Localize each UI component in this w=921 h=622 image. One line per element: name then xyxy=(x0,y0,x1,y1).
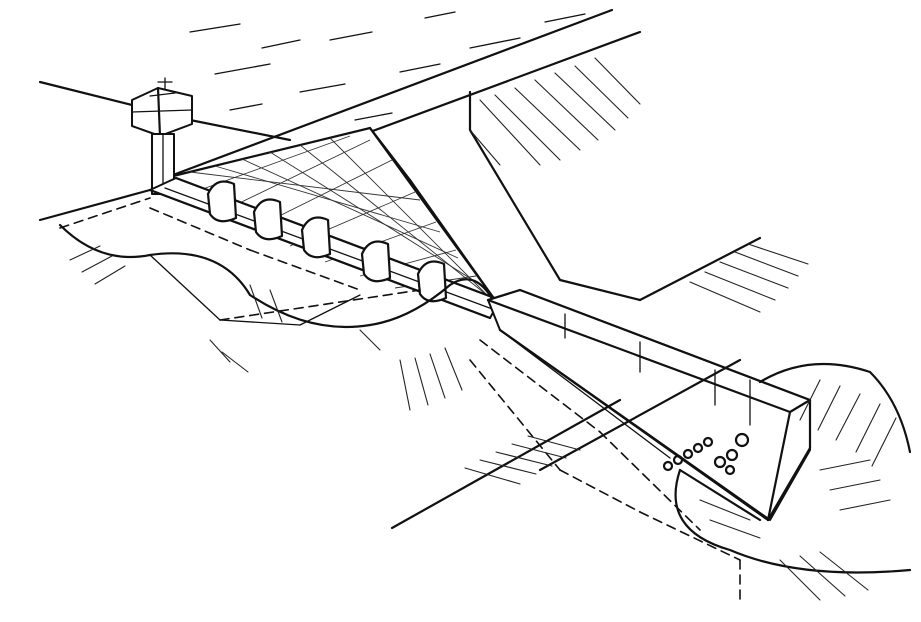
stilling-basin xyxy=(486,288,812,522)
collar xyxy=(360,240,392,283)
collar xyxy=(300,216,332,259)
collar xyxy=(252,198,284,241)
reservoir-surface-strokes xyxy=(189,11,586,121)
collar xyxy=(416,260,448,303)
collar xyxy=(206,180,238,223)
downstream-foundation-dashes xyxy=(469,339,741,601)
embankment-crest xyxy=(38,8,642,180)
right-abutment-hatching xyxy=(468,57,809,313)
downstream-channel xyxy=(390,358,912,601)
upstream-face-riprap xyxy=(163,126,497,302)
dissipator-blocks xyxy=(662,432,750,476)
intake-tower xyxy=(131,77,193,195)
foundation-cutaway xyxy=(38,188,502,411)
anti-seep-collars xyxy=(206,180,448,303)
